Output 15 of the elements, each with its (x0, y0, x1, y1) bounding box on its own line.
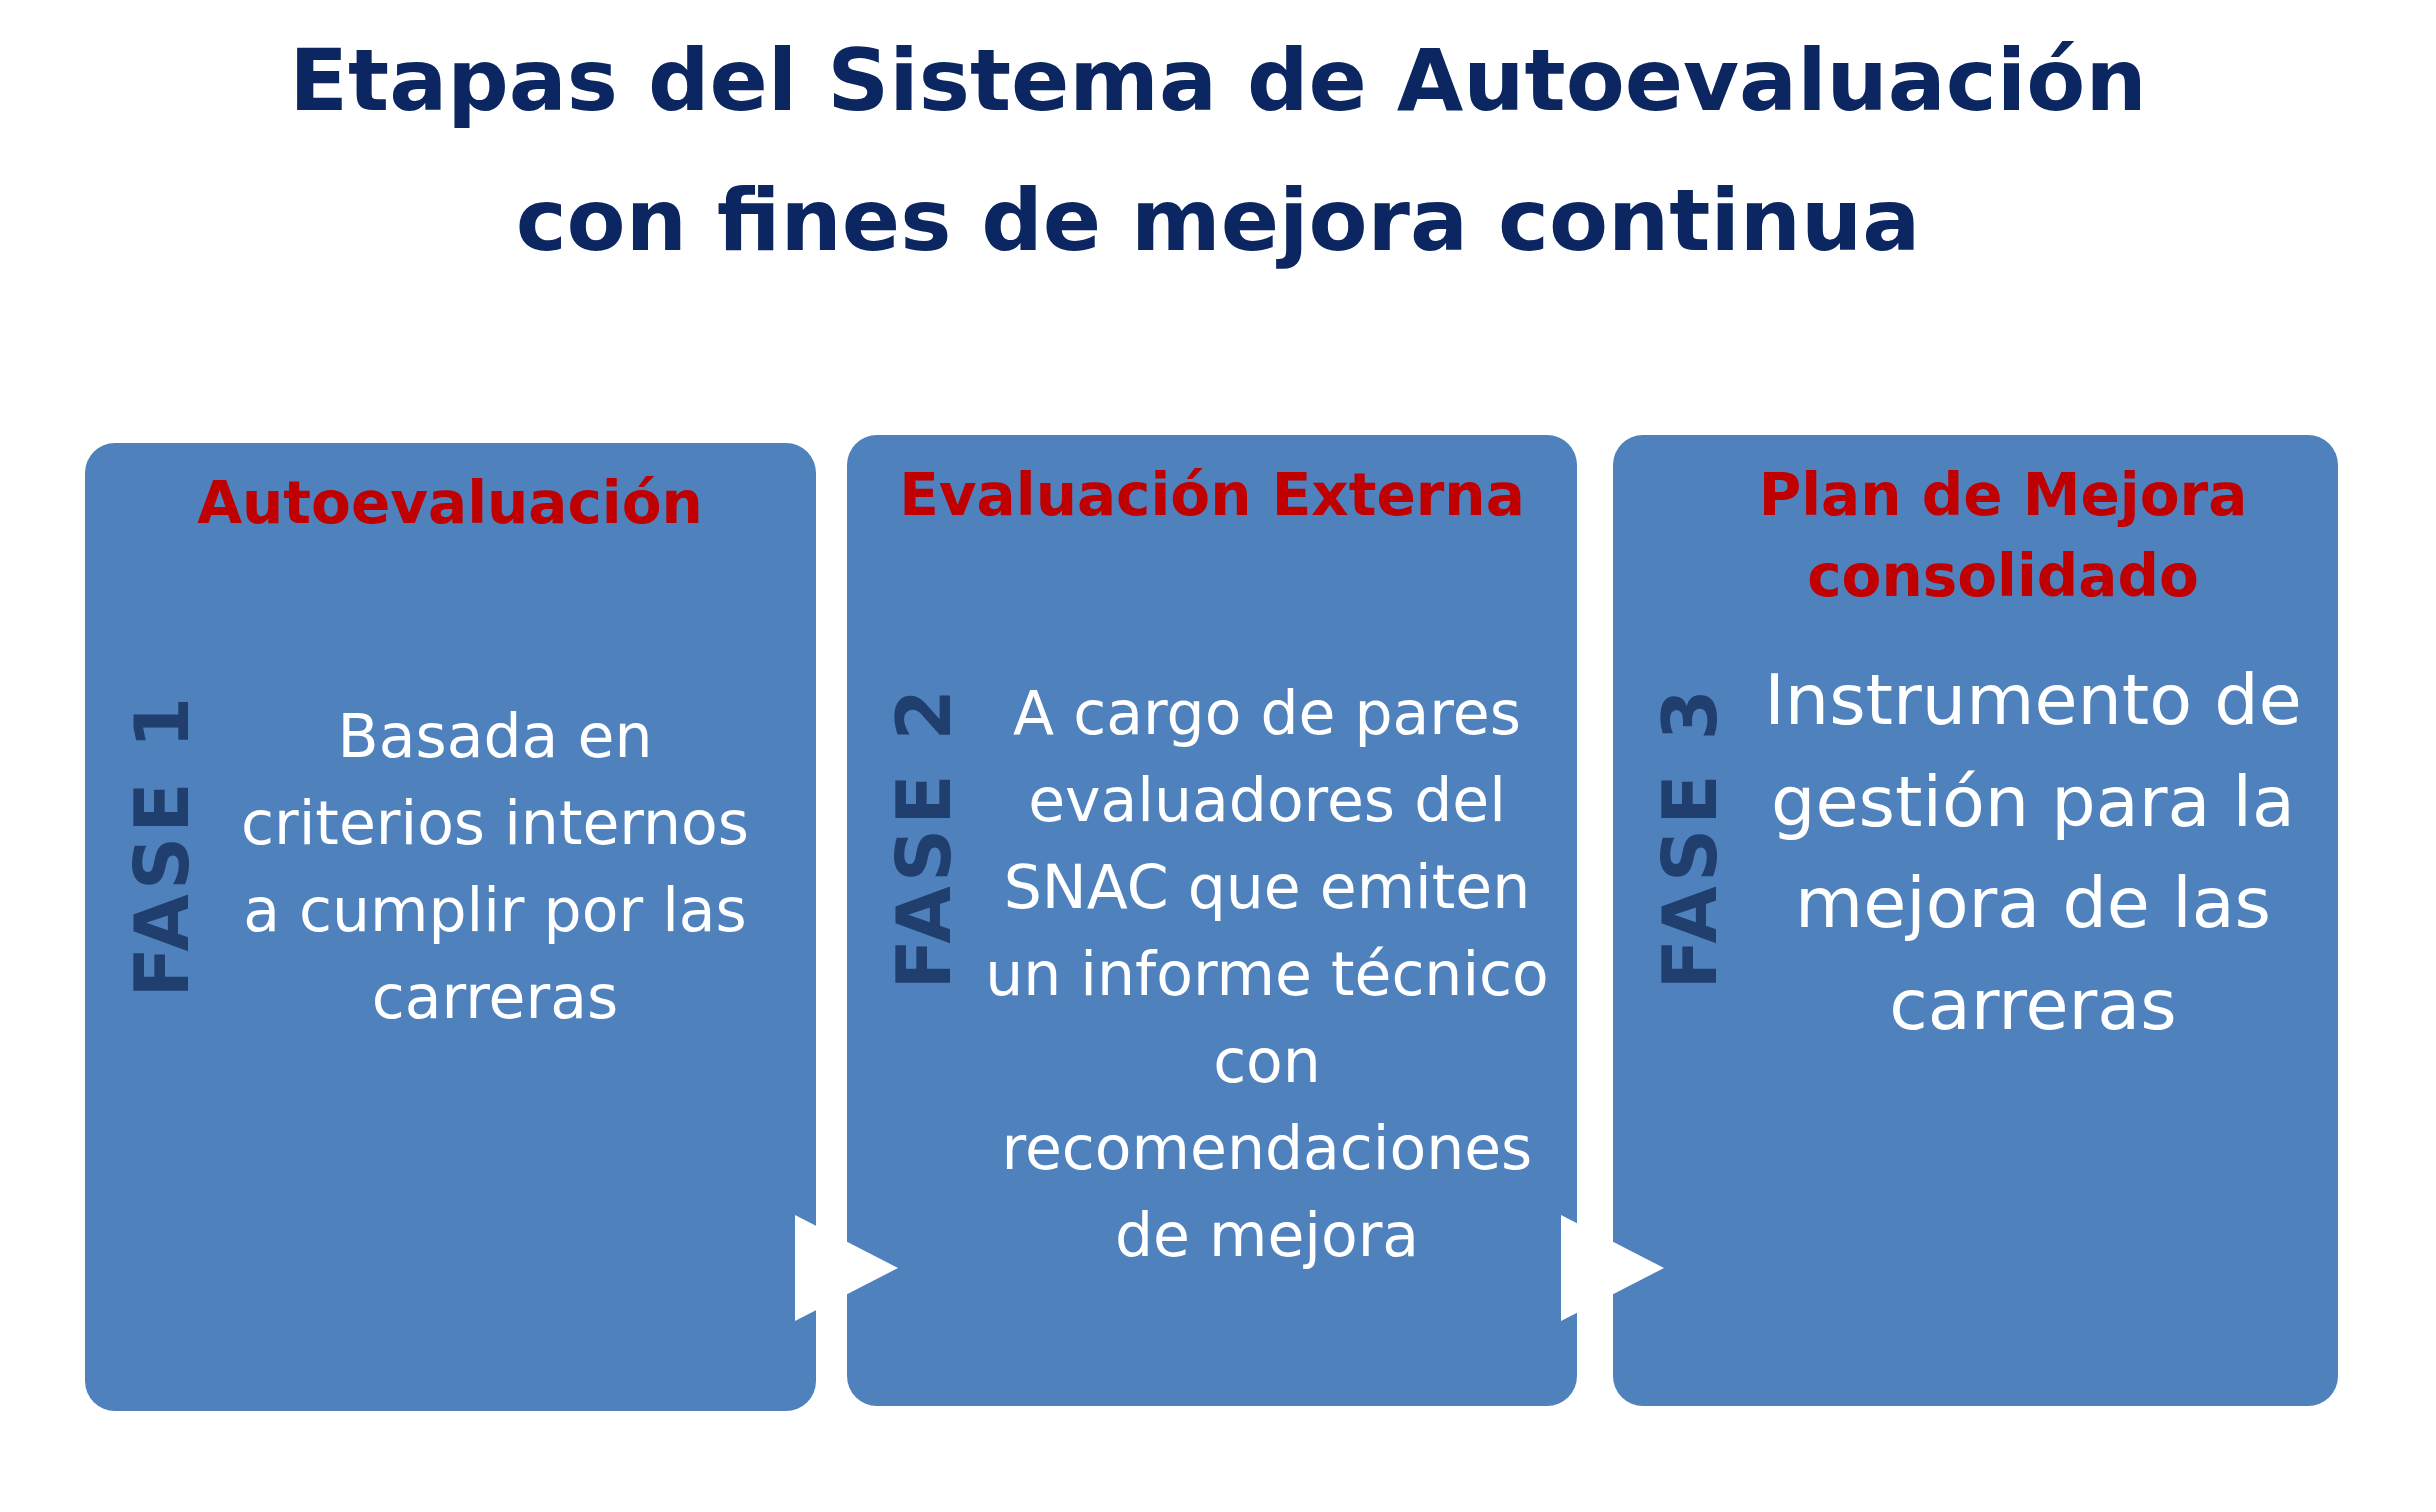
phase-heading: Autoevaluación (196, 468, 704, 539)
phase-description: Instrumento de gestión para la mejora de las carreras (1763, 658, 2303, 1048)
phase-box (1613, 435, 2338, 1406)
phase-heading: Evaluación Externa (898, 460, 1526, 531)
phase-heading: Plan de Mejora consolidado (1757, 460, 2249, 613)
arrow (1561, 1215, 1664, 1321)
phase-box (847, 435, 1577, 1406)
phase-number: FASE 2 (887, 685, 961, 990)
phase-description: A cargo de pares evaluadores del SNAC que emiten un informe técnico con recomendaciones de mejora (984, 677, 1550, 1272)
arrow (795, 1215, 898, 1321)
phase-box (85, 443, 816, 1411)
title: Etapas del Sistema de Autoevaluación con fines de mejora continua (288, 29, 2148, 272)
phase-number: FASE 3 (1653, 685, 1727, 990)
phase-number: FASE 1 (125, 693, 199, 998)
phase-description: Basada en criterios internos a cumplir por las carreras (240, 700, 750, 1034)
